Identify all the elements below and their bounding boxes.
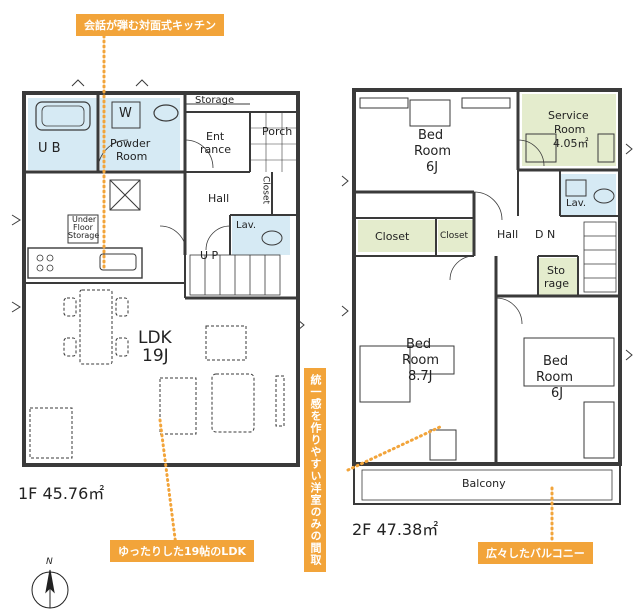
living-set	[29, 325, 285, 459]
callout-unity: 統一感を作りやすい洋室のみの間取	[304, 368, 326, 572]
door-arc	[205, 225, 231, 251]
label-bedroom2-1: Bed	[406, 337, 432, 352]
floor1-area: 1F 45.76㎡	[18, 484, 105, 503]
label-hall-2f: Hall	[497, 228, 519, 241]
porch-tiles	[250, 112, 298, 172]
kitchen-counter	[27, 247, 143, 279]
f1-toilet	[261, 230, 283, 246]
balcony-outline	[353, 463, 621, 505]
f2-closet2-tint	[438, 220, 474, 252]
label-closet-2f-small: Closet	[440, 231, 469, 241]
label-underfloor-1: Under	[72, 215, 97, 224]
service-furniture	[525, 133, 615, 163]
label-bedroom3-3: 6J	[551, 386, 564, 401]
door-arc	[495, 297, 523, 325]
utility-box	[109, 179, 141, 211]
bed2-furniture	[359, 345, 457, 461]
label-service-1: Service	[548, 109, 589, 122]
label-powder-room-1: Powder	[110, 137, 151, 150]
door-arc	[473, 191, 503, 221]
f1-vent-mark	[71, 79, 85, 87]
door-arc	[449, 255, 475, 281]
label-closet-2f-big: Closet	[375, 230, 410, 243]
callout-leaders	[102, 34, 554, 548]
door-arc	[517, 139, 545, 167]
f2-service-tint	[522, 94, 616, 166]
f1-outer-wall	[22, 91, 300, 467]
callout-kitchen: 会話が弾む対面式キッチン	[76, 14, 224, 36]
powder-sink	[153, 104, 179, 122]
kitchen-sink	[99, 253, 137, 271]
label-service-3: 4.05㎡	[553, 137, 589, 150]
f1-lav-tint	[232, 215, 290, 255]
label-balcony: Balcony	[462, 477, 506, 490]
bathtub	[35, 101, 91, 131]
label-ldk-2: 19J	[142, 346, 169, 366]
label-powder-room-2: Room	[116, 150, 148, 163]
f2-washbasin	[565, 179, 587, 197]
label-ub: U B	[38, 141, 61, 156]
label-bedroom1-1: Bed	[418, 128, 444, 143]
floor2-plan	[341, 88, 633, 505]
underfloor-box	[67, 214, 99, 244]
label-up: U P	[200, 249, 219, 262]
compass-label: N	[46, 557, 53, 567]
floor2-area: 2F 47.38㎡	[352, 520, 439, 539]
f2-lav-tint	[560, 174, 616, 216]
f2-stairs	[583, 221, 617, 293]
label-w: W	[119, 106, 132, 121]
dining-set	[63, 289, 129, 365]
door-arc	[97, 139, 129, 171]
label-bedroom1-3: 6J	[426, 160, 439, 175]
compass-rose	[31, 569, 69, 609]
f1-stairs	[189, 254, 281, 296]
f2-storage-tint	[538, 258, 578, 296]
door-arc	[159, 225, 187, 253]
label-service-2: Room	[554, 123, 586, 136]
door-arc	[184, 139, 214, 169]
label-porch: Porch	[262, 125, 293, 138]
label-storage-2f-2: rage	[544, 277, 570, 290]
f1-windows	[11, 214, 305, 466]
label-bedroom3-1: Bed	[543, 354, 569, 369]
bed3-furniture	[523, 337, 615, 459]
label-bedroom3-2: Room	[536, 370, 574, 385]
label-ldk-1: LDK	[138, 328, 172, 348]
f1-bath-tint	[28, 98, 98, 170]
f1-vent-mark	[135, 79, 149, 87]
label-underfloor-2: Floor	[73, 223, 93, 232]
label-lav-2f: Lav.	[566, 198, 587, 209]
label-storage: Storage	[195, 95, 235, 106]
label-bedroom2-3: 8.7J	[408, 369, 433, 384]
callout-balcony: 広々したバルコニー	[478, 542, 593, 564]
label-entrance-1: Ent	[206, 130, 225, 143]
floor1-plan	[11, 79, 305, 467]
f2-windows	[341, 89, 633, 465]
label-entrance-2: rance	[200, 143, 232, 156]
washer-box	[111, 101, 141, 129]
f2-closet-tint	[358, 220, 436, 252]
label-closet-1f: Closet	[260, 176, 271, 205]
callout-ldk: ゆったりした19帖のLDK	[110, 540, 254, 562]
label-storage-2f-1: Sto	[547, 264, 566, 277]
label-underfloor-3: Storage	[68, 231, 100, 240]
f2-toilet	[593, 188, 615, 204]
bed1-furniture	[359, 97, 511, 127]
label-lav-1f: Lav.	[236, 220, 257, 231]
label-bedroom2-2: Room	[402, 353, 440, 368]
label-hall-1f: Hall	[208, 192, 230, 205]
label-bedroom1-2: Room	[414, 144, 452, 159]
label-dn: D N	[535, 228, 556, 241]
